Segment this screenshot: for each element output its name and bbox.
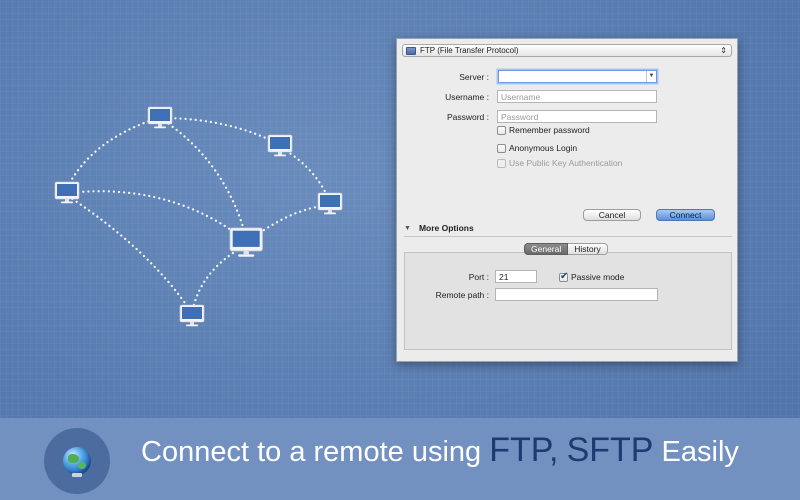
password-placeholder: Password	[501, 112, 539, 122]
public-key-auth-label: Use Public Key Authentication	[509, 158, 623, 168]
remote-path-label: Remote path :	[435, 290, 489, 300]
username-field[interactable]: Username	[497, 90, 657, 103]
link-n1-n2	[64, 116, 160, 192]
monitor-icon	[267, 134, 293, 157]
link-n1-n5	[158, 116, 248, 239]
link-n4-n5	[248, 203, 332, 242]
anonymous-login-checkbox[interactable]	[497, 143, 506, 153]
port-value: 21	[499, 272, 509, 282]
passive-mode-label: Passive mode	[571, 272, 625, 282]
public-key-auth-option: Use Public Key Authentication	[497, 158, 622, 168]
passive-mode-option[interactable]: Passive mode	[559, 271, 625, 282]
monitor-icon	[179, 304, 205, 327]
remote-path-field[interactable]	[495, 288, 658, 301]
more-options-toggle[interactable]: ▼ More Options	[404, 223, 474, 233]
protocol-select-value: FTP (File Transfer Protocol)	[420, 46, 519, 55]
chevron-down-icon[interactable]: ▼	[646, 71, 656, 82]
anonymous-login-option[interactable]: Anonymous Login	[497, 143, 577, 153]
link-n1-n3	[158, 116, 282, 147]
monitor-icon	[317, 192, 343, 215]
username-label: Username :	[445, 92, 489, 102]
monitor-icon	[54, 181, 80, 204]
remember-password-label: Remember password	[509, 125, 590, 135]
cancel-button[interactable]: Cancel	[583, 209, 641, 221]
globe-stand	[72, 473, 82, 477]
options-divider	[404, 236, 732, 237]
globe-icon	[63, 447, 91, 475]
connection-dialog: FTP (File Transfer Protocol) ⇕ Server : …	[396, 38, 738, 362]
more-options-label: More Options	[418, 223, 474, 233]
tagline-intro: Connect to a remote using	[141, 436, 482, 468]
passive-mode-checkbox[interactable]	[559, 271, 568, 282]
tagline-easily: Easily	[661, 436, 739, 468]
options-tab-panel	[404, 252, 732, 350]
network-illustration	[54, 106, 343, 327]
monitor-icon	[147, 106, 173, 129]
tab-general[interactable]: General	[524, 243, 569, 255]
server-combobox[interactable]: ▼	[498, 70, 657, 83]
promo-banner: Connect to a remote using FTP, SFTP Easi…	[0, 418, 800, 500]
tagline-ftp: FTP,	[489, 431, 559, 469]
protocol-select[interactable]: FTP (File Transfer Protocol) ⇕	[402, 44, 732, 57]
server-label: Server :	[459, 72, 489, 82]
remember-password-checkbox[interactable]	[497, 125, 506, 135]
port-field[interactable]: 21	[495, 270, 537, 283]
remember-password-option[interactable]: Remember password	[497, 125, 590, 135]
tagline: Connect to a remote using FTP, SFTP Easi…	[141, 432, 739, 470]
monitor-icon	[229, 227, 263, 257]
protocol-icon	[406, 46, 416, 55]
link-n2-n6	[66, 194, 194, 315]
password-label: Password :	[446, 112, 489, 122]
disclosure-triangle-icon[interactable]: ▼	[404, 224, 411, 232]
tagline-sftp: SFTP	[566, 431, 654, 469]
options-tabs: General History	[524, 243, 608, 255]
connect-button[interactable]: Connect	[656, 209, 715, 221]
app-logo	[44, 428, 110, 494]
updown-arrows-icon: ⇕	[720, 46, 727, 55]
link-n2-n5	[66, 190, 247, 242]
public-key-auth-checkbox	[497, 158, 506, 168]
username-placeholder: Username	[501, 92, 541, 102]
port-label: Port :	[468, 272, 489, 282]
anonymous-login-label: Anonymous Login	[509, 143, 578, 153]
link-n5-n6	[190, 243, 248, 315]
password-field[interactable]: Password	[497, 110, 657, 123]
tab-history[interactable]: History	[568, 243, 608, 255]
